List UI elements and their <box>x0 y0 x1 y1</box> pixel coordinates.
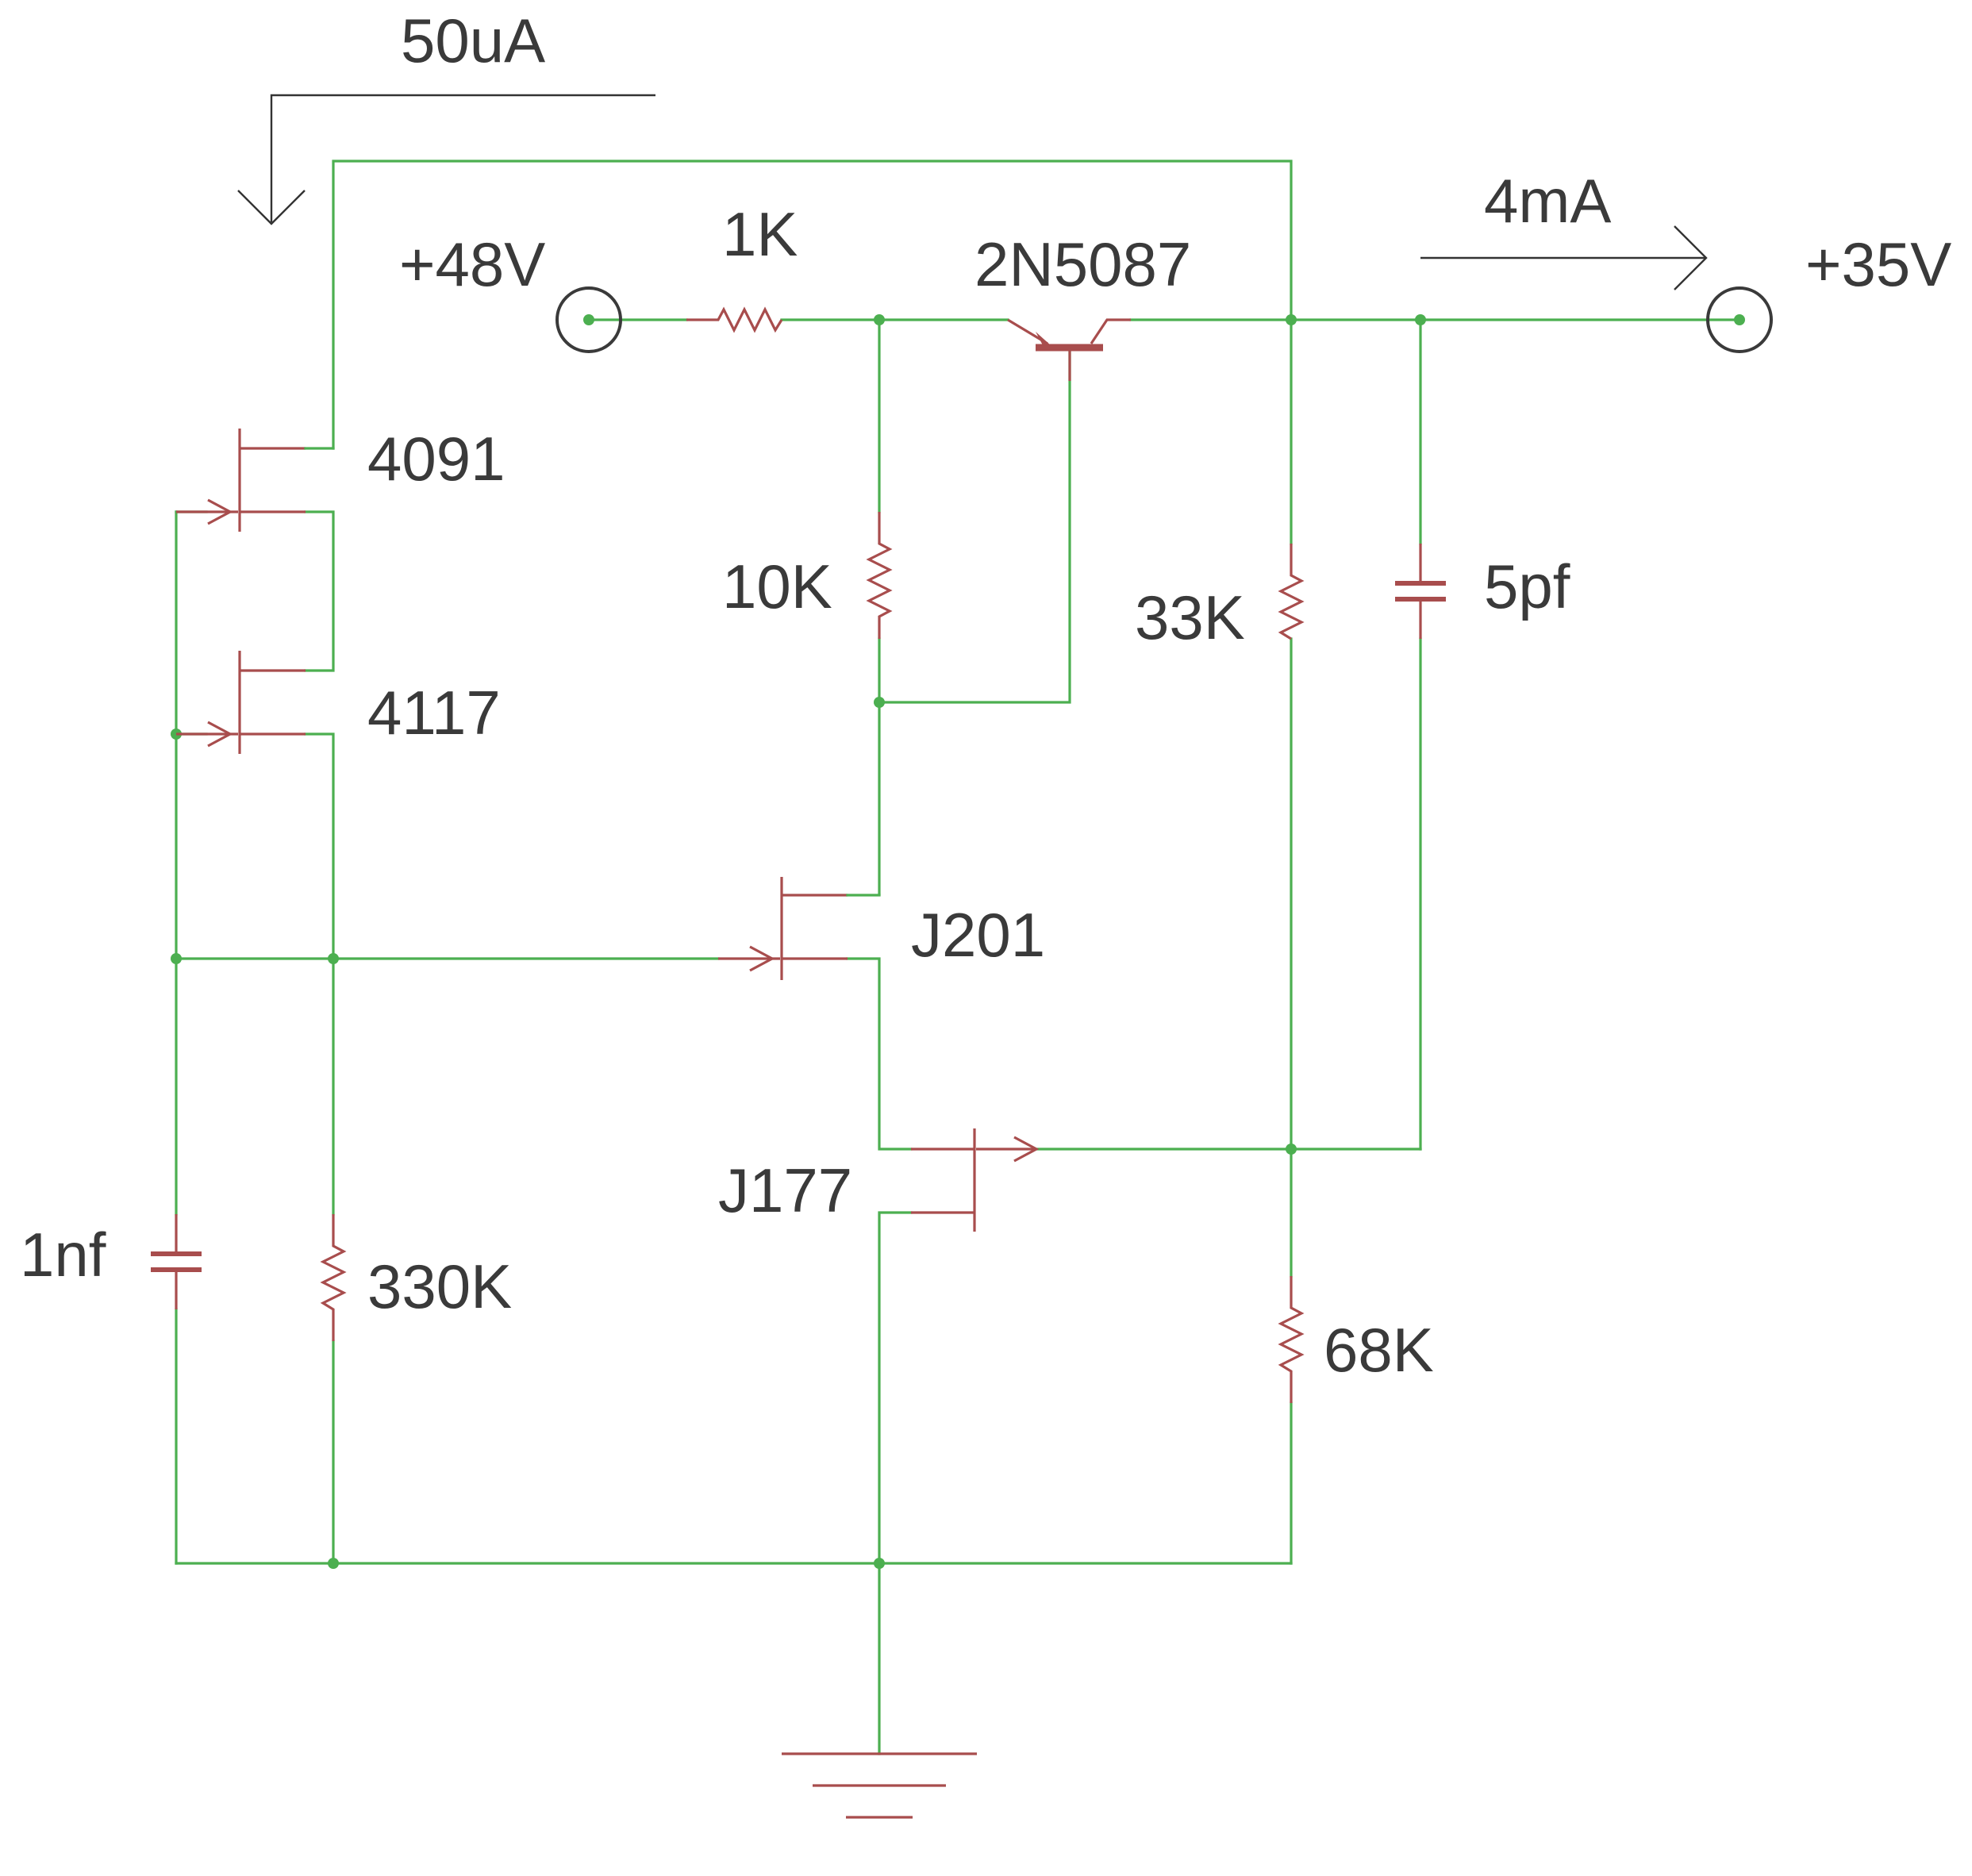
label-resistor-33k: 33K <box>1135 582 1245 652</box>
ground-symbol <box>782 1752 977 1819</box>
current-arrow-50ua <box>237 94 655 225</box>
junction-dot <box>171 953 182 964</box>
junction-dot <box>874 697 885 708</box>
resistor-330k-symbol <box>320 1214 347 1341</box>
capacitor-5pf-symbol <box>1395 544 1446 639</box>
input-terminal <box>555 286 622 353</box>
label-resistor-10k: 10K <box>722 552 832 621</box>
label-jfet-j201: J201 <box>911 900 1045 970</box>
resistor-33k-symbol <box>1278 544 1305 640</box>
label-capacitor-5pf: 5pf <box>1484 552 1570 621</box>
resistor-10k-symbol <box>866 512 893 639</box>
label-resistor-1k: 1K <box>722 199 798 269</box>
junction-dot <box>1286 314 1297 325</box>
label-jfet-4117: 4117 <box>367 678 501 748</box>
label-50ua: 50uA <box>401 6 545 75</box>
label-resistor-68k: 68K <box>1324 1315 1434 1385</box>
resistor-68k-symbol <box>1278 1276 1305 1403</box>
capacitor-1nf-symbol <box>151 1214 202 1309</box>
jfet-j201-symbol <box>718 877 881 980</box>
resistor-1k-symbol <box>686 306 783 333</box>
junction-dot <box>874 1558 885 1569</box>
junction-dot <box>874 314 885 325</box>
jfet-4091-symbol <box>176 429 335 532</box>
junction-dot <box>328 1558 339 1569</box>
current-arrow-4ma <box>1420 225 1708 290</box>
junctions <box>171 314 1426 1569</box>
label-jfet-4091: 4091 <box>367 424 505 494</box>
junction-dot <box>328 953 339 964</box>
junction-dot <box>1286 1144 1297 1155</box>
jfet-4117-symbol <box>176 651 306 754</box>
junction-dot <box>1415 314 1426 325</box>
label-output-voltage: +35V <box>1805 229 1951 299</box>
transistor-2n5087-symbol <box>1007 318 1131 381</box>
label-resistor-330k: 330K <box>367 1251 512 1321</box>
label-jfet-j177: J177 <box>718 1155 852 1225</box>
label-4ma: 4mA <box>1484 166 1611 236</box>
label-input-voltage: +48V <box>399 229 545 299</box>
label-capacitor-1nf: 1nf <box>20 1220 106 1290</box>
jfet-j177-symbol <box>911 1128 1040 1232</box>
label-transistor-2n5087: 2N5087 <box>974 229 1191 299</box>
output-terminal <box>1706 286 1773 353</box>
